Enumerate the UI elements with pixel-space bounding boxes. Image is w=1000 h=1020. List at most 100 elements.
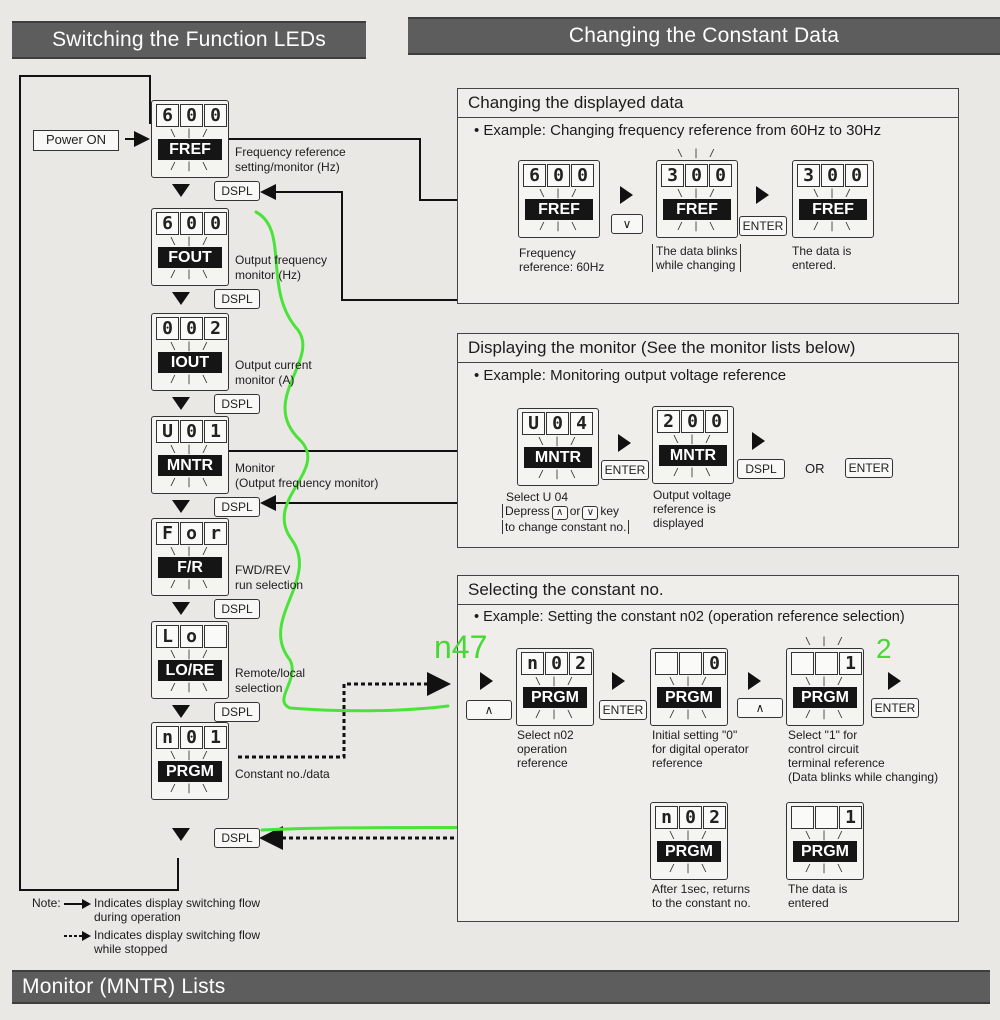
right-arrow-icon <box>756 186 769 204</box>
enter-key[interactable]: ENTER <box>739 216 787 236</box>
led-digit: n <box>521 652 544 675</box>
led-rays-bottom-icon: / | \ <box>534 709 576 720</box>
function-led-label: FOUT <box>158 247 222 268</box>
left-unit-desc1: FWD/REV <box>235 563 291 577</box>
panel2-title: Displaying the monitor (See the monitor … <box>468 338 856 357</box>
right-arrow-icon <box>888 672 901 690</box>
led-digit: 0 <box>679 806 702 829</box>
header-bottom-text: Monitor (MNTR) Lists <box>22 975 226 998</box>
p3c4b: to the constant no. <box>652 896 751 910</box>
p3c1b: operation <box>517 742 568 756</box>
enter-key[interactable]: ENTER <box>845 458 893 478</box>
function-led-label: MNTR <box>659 445 727 466</box>
enter-key[interactable]: ENTER <box>601 460 649 480</box>
led-digits: 0 <box>655 652 726 675</box>
panel3-unit-prgm-1-blink: 1\ | /PRGM/ | \\ | / <box>786 637 864 726</box>
enter-key[interactable]: ENTER <box>599 700 647 720</box>
note-l2a: Indicates display switching flow <box>94 928 261 942</box>
p3c3b: control circuit <box>788 742 859 756</box>
p3c5b: entered <box>788 896 829 910</box>
right-arrow-icon <box>620 186 633 204</box>
or-text: OR <box>805 461 825 476</box>
function-led-label: PRGM <box>657 841 721 862</box>
down-arrow-icon <box>172 602 190 615</box>
panel3-unit-prgm-1-entered: 1\ | /PRGM/ | \ <box>786 802 864 880</box>
led-digit: 4 <box>570 412 593 435</box>
led-digit: 0 <box>685 164 708 187</box>
right-arrow-icon <box>612 672 625 690</box>
dspl-key[interactable]: DSPL <box>214 289 260 309</box>
dspl-key[interactable]: DSPL <box>214 394 260 414</box>
led-digit: 0 <box>845 164 868 187</box>
down-key-inline[interactable]: ∨ <box>582 506 599 520</box>
led-rays-bottom-icon: / | \ <box>812 221 854 232</box>
led-digit: 0 <box>821 164 844 187</box>
dspl-key[interactable]: DSPL <box>214 181 260 201</box>
function-led-label: FREF <box>799 199 867 220</box>
dspl-key[interactable]: DSPL <box>214 497 260 517</box>
up-key-inline[interactable]: ∧ <box>551 506 568 520</box>
led-rays-top-icon: \ | / <box>676 188 718 199</box>
left-unit-desc1: Constant no./data <box>235 767 330 781</box>
led-digit: 1 <box>839 652 862 675</box>
led-rays-bottom-icon: / | \ <box>169 374 211 385</box>
led-digit: 0 <box>546 412 569 435</box>
left-unit-desc1: Output frequency <box>235 253 328 267</box>
led-digit <box>815 652 838 675</box>
note-dashed-arrow <box>64 928 92 943</box>
p1c3b: entered. <box>792 258 837 272</box>
dspl-key[interactable]: DSPL <box>214 828 260 848</box>
header-left-text: Switching the Function LEDs <box>52 28 326 51</box>
led-rays-bottom-icon: / | \ <box>676 221 718 232</box>
dspl-key[interactable]: DSPL <box>737 459 785 479</box>
left-unit-desc2: monitor (A) <box>235 373 295 387</box>
left-unit-desc2: setting/monitor (Hz) <box>235 160 340 174</box>
header-monitor-lists: Monitor (MNTR) Lists <box>12 970 990 1004</box>
led-digit: 6 <box>156 104 179 127</box>
led-digit: 0 <box>204 212 227 235</box>
up-key[interactable]: ∧ <box>466 700 512 720</box>
led-digit: 0 <box>703 652 726 675</box>
up-key[interactable]: ∧ <box>737 698 783 718</box>
led-rays-bottom-icon: / | \ <box>538 221 580 232</box>
blink-rays-icon: \ | / <box>676 148 718 159</box>
right-arrow-icon <box>748 672 761 690</box>
header-switching-leds: Switching the Function LEDs <box>12 21 366 59</box>
led-digit <box>791 806 814 829</box>
left-unit-desc1: Output current <box>235 358 312 372</box>
left-unit-desc1: Frequency reference <box>235 145 346 159</box>
enter-key[interactable]: ENTER <box>871 698 919 718</box>
led-rays-bottom-icon: / | \ <box>668 863 710 874</box>
dspl-key[interactable]: DSPL <box>214 599 260 619</box>
panel3-title: Selecting the constant no. <box>468 580 664 599</box>
function-led-label: F/R <box>158 557 222 578</box>
led-rays-bottom-icon: / | \ <box>169 783 211 794</box>
led-digit <box>791 652 814 675</box>
led-digit: 2 <box>204 317 227 340</box>
p3c3d: (Data blinks while changing) <box>788 770 939 784</box>
led-digit: 0 <box>545 652 568 675</box>
led-rays-top-icon: \ | / <box>537 436 579 447</box>
panel3-unit-prgm-0: 0\ | /PRGM/ | \ <box>650 648 728 726</box>
dspl-key[interactable]: DSPL <box>214 702 260 722</box>
down-key[interactable]: ∨ <box>611 214 643 234</box>
led-rays-top-icon: \ | / <box>804 676 846 687</box>
led-digit: o <box>180 522 203 545</box>
led-digit: o <box>180 625 203 648</box>
p3c1a: Select n02 <box>517 728 574 742</box>
led-rays-bottom-icon: / | \ <box>804 863 846 874</box>
led-digit: 0 <box>204 104 227 127</box>
p2c1c: or <box>569 504 581 518</box>
